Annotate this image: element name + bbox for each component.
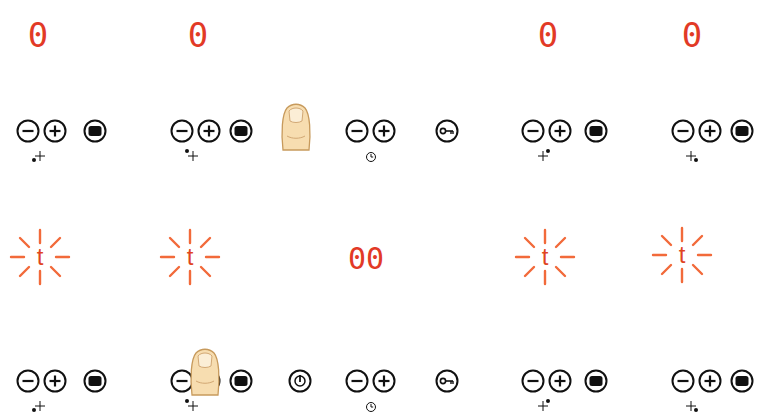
zone-display: 0 [28,18,48,52]
zone-display: 0 [682,18,702,52]
timer-zone-indicator: t [187,245,194,269]
timer-display: 00 [348,244,384,274]
zone-display: 0 [188,18,208,52]
timer-zone-indicator: t [679,243,686,267]
zone-display: 0 [538,18,558,52]
timer-zone-indicator: t [542,245,549,269]
timer-zone-indicator: t [37,245,44,269]
